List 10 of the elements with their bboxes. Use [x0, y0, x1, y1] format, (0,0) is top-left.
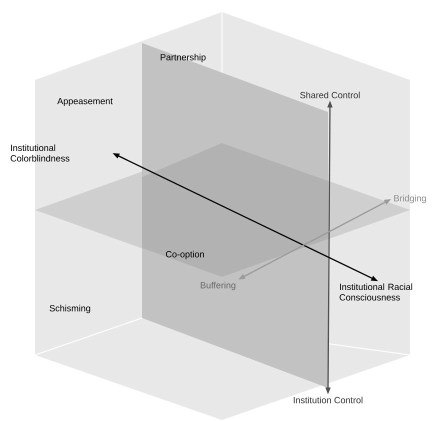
axis-label: Institution Control — [294, 396, 362, 404]
axis-label: Shared Control — [300, 92, 360, 98]
axis-label: Bridging — [394, 194, 426, 204]
region-label: Partnership — [160, 54, 206, 62]
axis-label: Institutional Colorblindness — [10, 144, 70, 162]
region-label: Schisming — [50, 304, 90, 314]
axis-label: Buffering — [200, 282, 236, 290]
axis-label: Institutional Racial Consciousness — [340, 283, 412, 301]
region-label: Co-option — [166, 250, 204, 260]
region-label: Appeasement — [57, 98, 113, 106]
